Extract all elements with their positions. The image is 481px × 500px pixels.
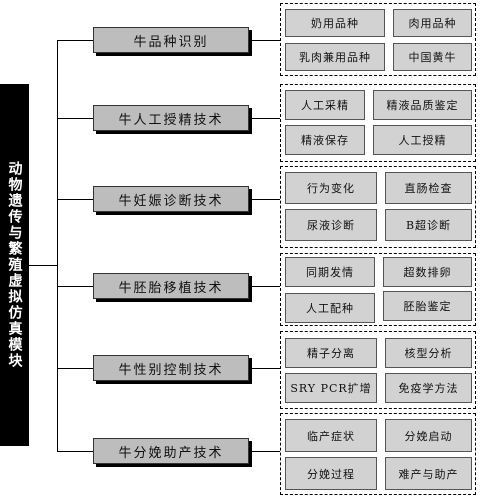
subitem[interactable]: 直肠检查 bbox=[385, 172, 472, 204]
subitem-group: 行为变化 直肠检查 尿液诊断 B超诊断 bbox=[280, 166, 476, 248]
subitem-label: 肉用品种 bbox=[408, 17, 457, 30]
group-connector bbox=[252, 451, 280, 452]
category-breed-identification[interactable]: 牛品种识别 bbox=[93, 27, 249, 53]
subitem-group: 临产症状 分娩启动 分娩过程 难产与助产 bbox=[280, 413, 476, 495]
branch-line bbox=[57, 199, 93, 200]
subitem-label: 直肠检查 bbox=[404, 182, 453, 195]
subitem-label: 精子分离 bbox=[307, 347, 355, 360]
branch-line bbox=[57, 286, 93, 287]
subitem[interactable]: 人工授精 bbox=[373, 125, 472, 155]
category-parturition-assistance[interactable]: 牛分娩助产技术 bbox=[93, 438, 249, 464]
category-label: 牛胚胎移植技术 bbox=[118, 280, 224, 296]
subitem-group: 奶用品种 肉用品种 乳肉兼用品种 中国黄牛 bbox=[280, 3, 476, 76]
subitem-label: 免疫学方法 bbox=[398, 382, 459, 395]
subitem-label: 超数排卵 bbox=[403, 266, 452, 279]
root-module: 动物遗传与繁殖虚拟仿真模块 bbox=[0, 84, 29, 446]
category-artificial-insemination[interactable]: 牛人工授精技术 bbox=[93, 105, 249, 131]
category-label: 牛分娩助产技术 bbox=[118, 445, 224, 461]
subitem[interactable]: 中国黄牛 bbox=[393, 43, 472, 71]
subitem-label: 奶用品种 bbox=[311, 17, 359, 30]
subitem-label: 乳肉兼用品种 bbox=[299, 51, 371, 64]
subitem[interactable]: 人工配种 bbox=[285, 293, 375, 323]
group-connector bbox=[252, 199, 280, 200]
subitem-label: SRY PCR扩增 bbox=[290, 382, 372, 395]
subitem[interactable]: 临产症状 bbox=[285, 419, 377, 452]
subitem-label: 人工配种 bbox=[306, 302, 354, 315]
group-connector bbox=[252, 118, 280, 119]
subitem[interactable]: 精液品质鉴定 bbox=[373, 90, 472, 120]
trunk-line bbox=[57, 40, 58, 452]
subitem-label: 胚胎鉴定 bbox=[403, 300, 452, 313]
subitem[interactable]: 分娩过程 bbox=[285, 457, 377, 490]
subitem-label: 同期发情 bbox=[306, 266, 354, 279]
branch-line bbox=[57, 368, 93, 369]
subitem-group: 精子分离 核型分析 SRY PCR扩增 免疫学方法 bbox=[280, 331, 476, 409]
subitem-label: 中国黄牛 bbox=[408, 51, 457, 64]
subitem[interactable]: 分娩启动 bbox=[385, 419, 472, 452]
group-connector bbox=[252, 40, 280, 41]
subitem[interactable]: 精子分离 bbox=[285, 338, 377, 368]
subitem-label: 尿液诊断 bbox=[307, 219, 355, 232]
subitem-label: 分娩启动 bbox=[404, 429, 453, 443]
category-embryo-transfer[interactable]: 牛胚胎移植技术 bbox=[93, 273, 249, 299]
category-pregnancy-diagnosis[interactable]: 牛妊娠诊断技术 bbox=[93, 186, 249, 212]
subitem[interactable]: SRY PCR扩增 bbox=[285, 373, 377, 403]
root-module-label: 动物遗传与繁殖虚拟仿真模块 bbox=[6, 161, 23, 369]
subitem-group: 人工采精 精液品质鉴定 精液保存 人工授精 bbox=[280, 84, 476, 162]
group-connector bbox=[252, 368, 280, 369]
category-label: 牛妊娠诊断技术 bbox=[118, 193, 224, 209]
subitem-label: 核型分析 bbox=[404, 347, 453, 360]
branch-line bbox=[57, 118, 93, 119]
subitem[interactable]: 同期发情 bbox=[285, 257, 375, 287]
subitem[interactable]: 核型分析 bbox=[385, 338, 472, 368]
category-label: 牛性别控制技术 bbox=[118, 362, 224, 378]
branch-line bbox=[57, 451, 93, 452]
subitem[interactable]: 超数排卵 bbox=[383, 257, 472, 287]
subitem-label: 精液品质鉴定 bbox=[386, 99, 459, 112]
root-connector bbox=[29, 265, 57, 266]
subitem-label: B超诊断 bbox=[405, 219, 452, 232]
category-label: 牛人工授精技术 bbox=[118, 112, 224, 128]
category-label: 牛品种识别 bbox=[133, 34, 209, 50]
subitem[interactable]: 人工采精 bbox=[285, 90, 365, 120]
subitem[interactable]: 胚胎鉴定 bbox=[383, 291, 472, 321]
category-sex-control[interactable]: 牛性别控制技术 bbox=[93, 355, 249, 381]
subitem-label: 人工授精 bbox=[398, 134, 447, 147]
subitem-label: 人工采精 bbox=[301, 99, 349, 112]
subitem[interactable]: 尿液诊断 bbox=[285, 209, 377, 241]
subitem-label: 行为变化 bbox=[307, 182, 355, 195]
subitem[interactable]: 行为变化 bbox=[285, 172, 377, 204]
subitem[interactable]: 乳肉兼用品种 bbox=[285, 43, 385, 71]
subitem-group: 同期发情 超数排卵 人工配种 胚胎鉴定 bbox=[280, 253, 476, 326]
subitem[interactable]: 难产与助产 bbox=[385, 457, 472, 490]
branch-line bbox=[57, 40, 93, 41]
subitem[interactable]: 免疫学方法 bbox=[385, 373, 472, 403]
subitem-label: 临产症状 bbox=[307, 429, 355, 443]
subitem[interactable]: 肉用品种 bbox=[393, 9, 472, 37]
subitem[interactable]: B超诊断 bbox=[385, 209, 472, 241]
subitem[interactable]: 精液保存 bbox=[285, 125, 365, 155]
subitem-label: 分娩过程 bbox=[307, 467, 355, 481]
group-connector bbox=[252, 286, 280, 287]
subitem-label: 难产与助产 bbox=[398, 467, 459, 481]
subitem[interactable]: 奶用品种 bbox=[285, 9, 385, 37]
subitem-label: 精液保存 bbox=[301, 134, 349, 147]
